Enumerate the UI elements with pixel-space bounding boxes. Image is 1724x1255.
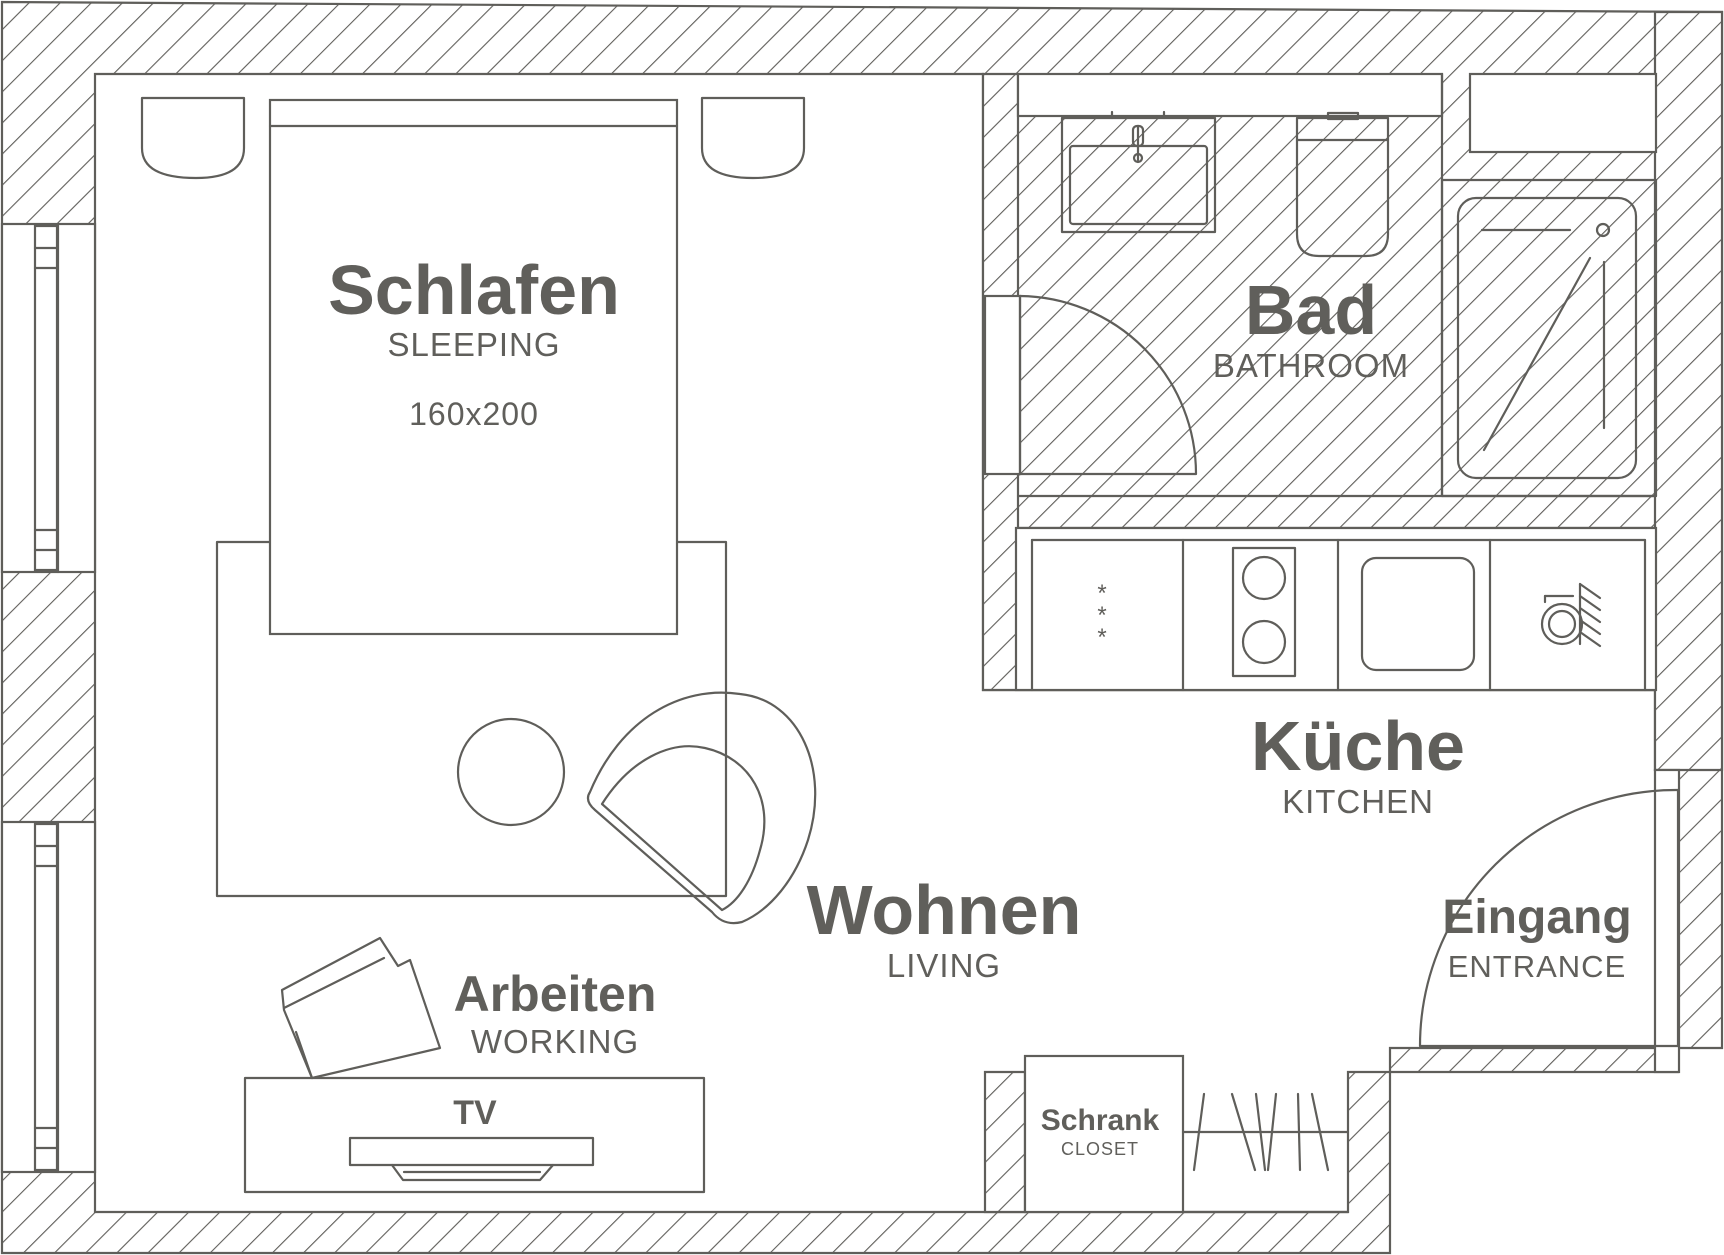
desk-chair-icon xyxy=(280,936,442,1080)
bed-icon xyxy=(268,98,679,636)
closet-title: Schrank xyxy=(1041,1104,1160,1137)
svg-text:*: * xyxy=(1097,602,1106,629)
entrance-title: Eingang xyxy=(1442,891,1631,944)
bathroom-title: Bad xyxy=(1245,271,1377,349)
cooktop-icon xyxy=(1231,546,1297,678)
bath-shelf xyxy=(1468,72,1658,154)
closet-wall xyxy=(983,1070,1027,1214)
bathroom-fixtures xyxy=(983,72,1658,498)
tv-icon xyxy=(348,1136,595,1182)
dishwasher-icon xyxy=(1540,582,1602,648)
living-subtitle: LIVING xyxy=(887,947,1001,984)
bathroom-door xyxy=(983,294,1198,476)
closet-subtitle: CLOSET xyxy=(1061,1139,1139,1159)
kitchen-subtitle: KITCHEN xyxy=(1282,783,1434,820)
svg-text:*: * xyxy=(1097,580,1106,607)
sleeping-title: Schlafen xyxy=(328,251,620,329)
sink-icon xyxy=(1060,110,1217,234)
toilet-icon xyxy=(1295,111,1390,258)
kitchen-sink-icon xyxy=(1360,556,1476,672)
desk-icon xyxy=(243,1076,706,1194)
working-subtitle: WORKING xyxy=(471,1023,639,1060)
bed-size: 160x200 xyxy=(409,396,539,432)
coffee-table-icon xyxy=(456,717,566,827)
bath-top-counter xyxy=(1016,72,1444,118)
fridge-snowflake-icon: * * * xyxy=(1097,580,1106,651)
bath-right-wall xyxy=(1653,10,1724,772)
kitchen-title: Küche xyxy=(1251,707,1465,785)
svg-text:*: * xyxy=(1097,624,1106,651)
window-lower xyxy=(0,820,97,1174)
working-title: Arbeiten xyxy=(454,966,657,1022)
entrance-subtitle: ENTRANCE xyxy=(1448,949,1627,984)
bathroom-subtitle: BATHROOM xyxy=(1213,347,1409,384)
hangers-icon xyxy=(1192,1092,1330,1172)
living-title: Wohnen xyxy=(807,871,1082,949)
sleeping-furniture xyxy=(140,96,806,898)
armchair-icon xyxy=(586,691,817,925)
tv-label: TV xyxy=(453,1094,497,1132)
window-upper xyxy=(0,222,97,574)
entrance-door xyxy=(1418,768,1681,1074)
nightstand-left-icon xyxy=(140,96,246,180)
living-furniture xyxy=(243,691,817,1194)
nightstand-right-icon xyxy=(700,96,806,180)
closet xyxy=(1023,1054,1350,1214)
kitchen-unit: * * * xyxy=(1014,526,1658,692)
sleeping-subtitle: SLEEPING xyxy=(387,326,560,363)
labels: Schlafen SLEEPING 160x200 Bad BATHROOM K… xyxy=(328,251,1632,1159)
